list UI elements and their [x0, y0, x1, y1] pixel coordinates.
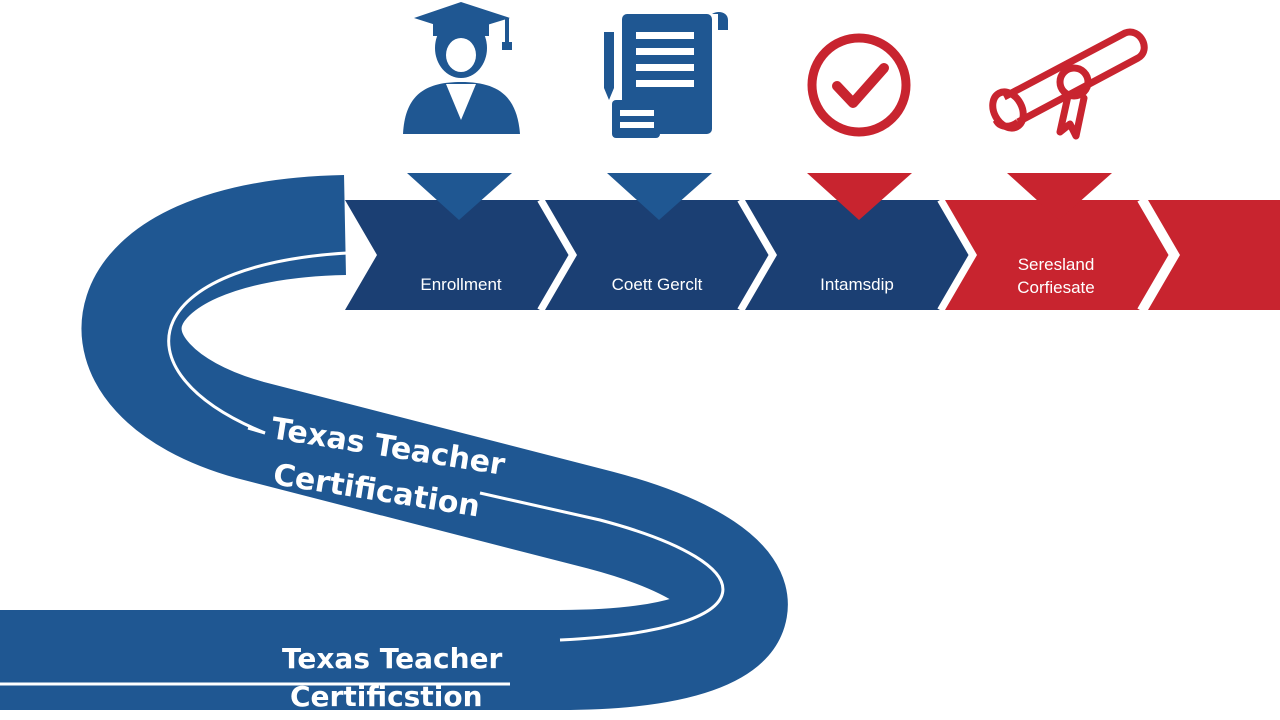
- graduate-icon: [403, 2, 520, 134]
- pointer-triangle-2: [607, 173, 712, 220]
- step-label-enrollment: Enrollment: [420, 275, 502, 294]
- step-chevron-certificate: [945, 200, 1172, 310]
- road-edge-line: [247, 426, 266, 435]
- step-label-certificate-line1: Seresland: [1018, 255, 1095, 274]
- step-band: [345, 198, 1280, 312]
- pointer-triangle-1: [407, 173, 512, 220]
- step-label-certificate-line2: Corfiesate: [1017, 278, 1094, 297]
- pointer-triangle-4: [1007, 173, 1112, 220]
- checkmark-circle-icon: [807, 33, 911, 137]
- chevron-separator-4: [1137, 198, 1176, 312]
- pointer-triangle-3: [807, 173, 912, 220]
- band-tail-red: [1148, 200, 1280, 310]
- step-chevron-coett-gerclt: [545, 200, 772, 310]
- step-label-intamsdip: Intamsdip: [820, 275, 894, 294]
- chevron-separator-2: [737, 198, 776, 312]
- chevron-separator-3: [937, 198, 976, 312]
- step-label-coett-gerclt: Coett Gerclt: [612, 275, 703, 294]
- step-chevron-intamsdip: [745, 200, 972, 310]
- road-label-lower-line2: Certificstion: [290, 680, 483, 713]
- chevron-separator-1: [537, 198, 576, 312]
- document-scroll-icon: [604, 12, 728, 138]
- step-chevron-enrollment: [345, 200, 572, 310]
- road-label-lower-line1: Texas Teacher: [282, 642, 503, 675]
- diploma-icon: [989, 28, 1148, 140]
